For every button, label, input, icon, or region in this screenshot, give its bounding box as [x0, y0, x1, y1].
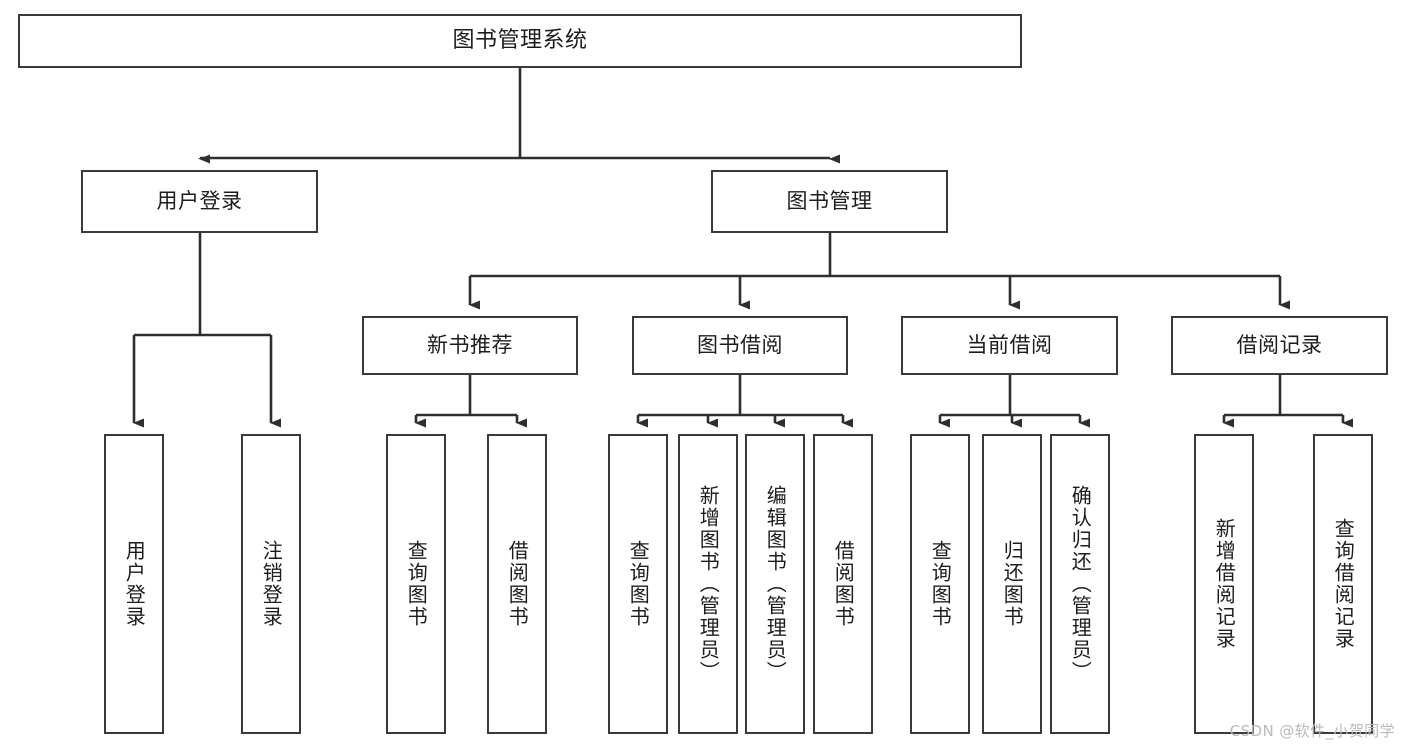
node-leaf-rec-1[interactable]: 新增借阅记录 — [1194, 434, 1254, 734]
node-leaf-new-2[interactable]: 借阅图书 — [487, 434, 547, 734]
node-label-leaf-new-2: 借阅图书 — [505, 540, 530, 628]
node-leaf-rec-2[interactable]: 查询借阅记录 — [1313, 434, 1373, 734]
node-leaf-login-2[interactable]: 注销登录 — [241, 434, 301, 734]
node-label-leaf-cur-2: 归还图书 — [1000, 540, 1025, 628]
node-leaf-borrow-3[interactable]: 编辑图书（管理员） — [745, 434, 805, 734]
node-newbooks[interactable]: 新书推荐 — [362, 316, 578, 375]
node-label-root: 图书管理系统 — [452, 28, 588, 54]
node-bookmgmt[interactable]: 图书管理 — [711, 170, 948, 233]
node-leaf-borrow-2[interactable]: 新增图书（管理员） — [678, 434, 738, 734]
node-label-leaf-new-1: 查询图书 — [404, 540, 429, 628]
node-label-leaf-cur-1: 查询图书 — [928, 540, 953, 628]
node-leaf-borrow-4[interactable]: 借阅图书 — [813, 434, 873, 734]
node-label-leaf-borrow-1: 查询图书 — [626, 540, 651, 628]
node-label-leaf-login-2: 注销登录 — [259, 540, 284, 628]
node-label-leaf-cur-3: 确认归还（管理员） — [1068, 485, 1093, 683]
node-label-borrow: 图书借阅 — [697, 333, 783, 358]
node-current[interactable]: 当前借阅 — [901, 316, 1118, 375]
watermark-text: CSDN @软件_小贺同学 — [1229, 722, 1395, 740]
node-label-login: 用户登录 — [156, 189, 243, 214]
node-label-records: 借阅记录 — [1236, 333, 1323, 358]
node-root[interactable]: 图书管理系统 — [18, 14, 1022, 68]
node-label-leaf-rec-2: 查询借阅记录 — [1331, 518, 1356, 650]
node-borrow[interactable]: 图书借阅 — [632, 316, 848, 375]
node-leaf-cur-3[interactable]: 确认归还（管理员） — [1050, 434, 1110, 734]
node-leaf-cur-2[interactable]: 归还图书 — [982, 434, 1042, 734]
node-leaf-cur-1[interactable]: 查询图书 — [910, 434, 970, 734]
node-label-newbooks: 新书推荐 — [427, 333, 513, 358]
node-label-leaf-borrow-2: 新增图书（管理员） — [696, 485, 721, 683]
node-leaf-borrow-1[interactable]: 查询图书 — [608, 434, 668, 734]
node-records[interactable]: 借阅记录 — [1171, 316, 1388, 375]
node-label-leaf-borrow-4: 借阅图书 — [831, 540, 856, 628]
node-login[interactable]: 用户登录 — [81, 170, 318, 233]
node-label-leaf-rec-1: 新增借阅记录 — [1212, 518, 1237, 650]
node-label-leaf-login-1: 用户登录 — [122, 540, 147, 628]
node-label-current: 当前借阅 — [966, 333, 1053, 358]
node-label-bookmgmt: 图书管理 — [786, 189, 873, 214]
node-label-leaf-borrow-3: 编辑图书（管理员） — [763, 485, 788, 683]
node-leaf-new-1[interactable]: 查询图书 — [386, 434, 446, 734]
node-leaf-login-1[interactable]: 用户登录 — [104, 434, 164, 734]
